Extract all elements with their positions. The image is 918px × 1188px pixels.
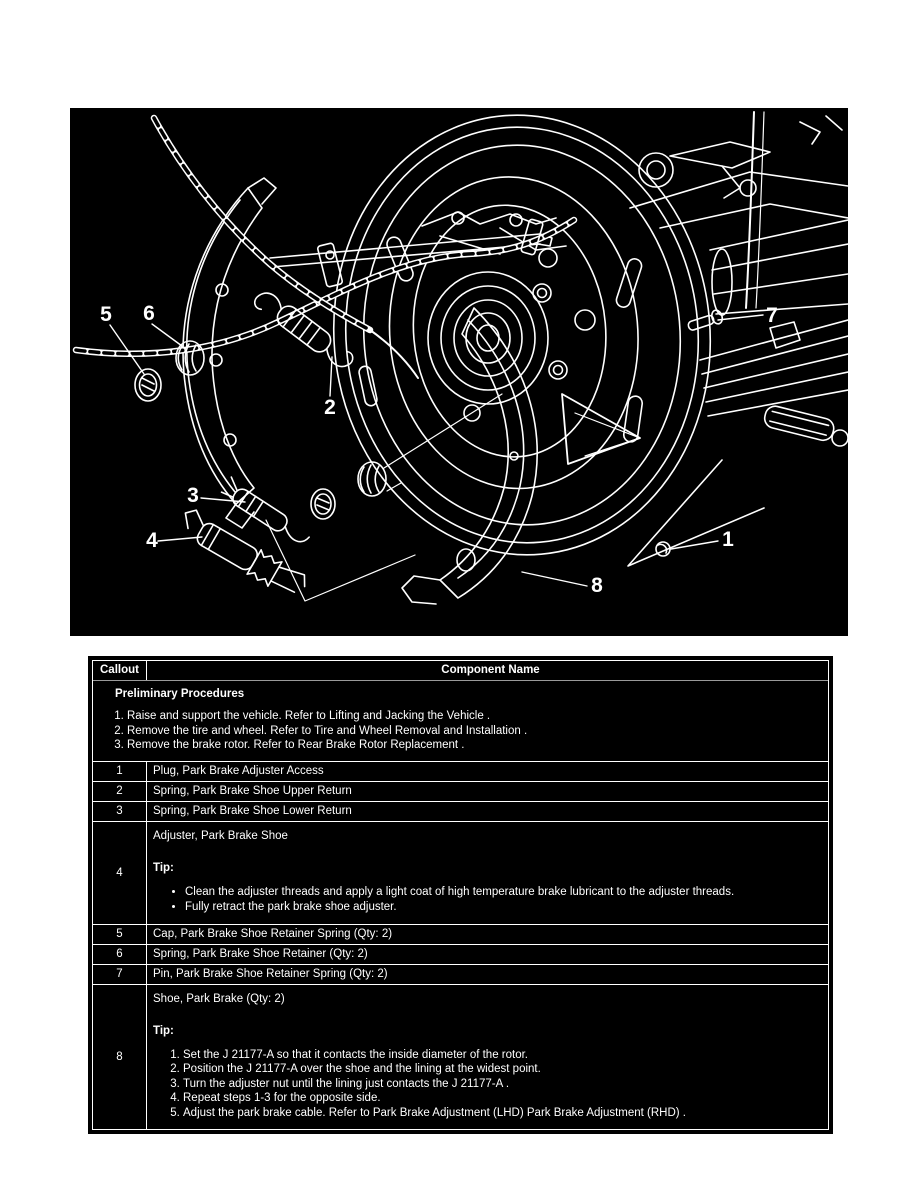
tip-label: Tip: xyxy=(153,1024,174,1037)
callout-leaders xyxy=(109,314,764,587)
tip-step: Turn the adjuster nut until the lining j… xyxy=(183,1078,822,1090)
component-table: Callout Component Name Preliminary Proce… xyxy=(88,656,833,1134)
callout-cell: 3 xyxy=(93,801,147,821)
component-name: Shoe, Park Brake (Qty: 2) xyxy=(153,992,285,1005)
tip-step: Adjust the park brake cable. Refer to Pa… xyxy=(183,1107,822,1119)
axle-assembly xyxy=(699,219,848,447)
retainer-cap-second xyxy=(310,488,336,520)
retainer-spring xyxy=(175,340,205,376)
component-cell: Plug, Park Brake Adjuster Access xyxy=(153,764,324,777)
callout-cell: 2 xyxy=(93,781,147,801)
component-cell: Shoe, Park Brake (Qty: 2) Tip: Set the J… xyxy=(147,985,828,1130)
callout-label-6: 6 xyxy=(143,302,155,325)
table-row: 7 Pin, Park Brake Shoe Retainer Spring (… xyxy=(93,963,828,984)
table-row: 5 Cap, Park Brake Shoe Retainer Spring (… xyxy=(93,923,828,944)
retainer-cap xyxy=(134,368,162,402)
component-name: Adjuster, Park Brake Shoe xyxy=(153,829,288,842)
lower-return-spring xyxy=(220,476,310,543)
table-row: 6 Spring, Park Brake Shoe Retainer (Qty:… xyxy=(93,943,828,964)
tip-bullet-list: Clean the adjuster threads and apply a l… xyxy=(153,886,822,913)
retainer-spring-second xyxy=(357,461,387,497)
tip-step-list: Set the J 21177-A so that it contacts th… xyxy=(153,1049,822,1119)
tip-bullet: Clean the adjuster threads and apply a l… xyxy=(185,886,822,898)
component-cell: Spring, Park Brake Shoe Lower Return xyxy=(153,804,352,817)
callout-cell: 5 xyxy=(93,924,147,944)
component-cell: Adjuster, Park Brake Shoe Tip: Clean the… xyxy=(147,822,828,924)
table-header-row: Callout Component Name xyxy=(93,661,828,680)
component-cell: Spring, Park Brake Shoe Upper Return xyxy=(153,784,352,797)
park-brake-cables xyxy=(72,114,578,379)
brake-assembly-svg: 1 2 3 4 5 6 7 8 xyxy=(70,108,848,636)
table-row: 2 Spring, Park Brake Shoe Upper Return xyxy=(93,780,828,801)
callout-label-7: 7 xyxy=(766,304,778,327)
shoe-adjuster xyxy=(184,509,306,593)
preliminary-step: Raise and support the vehicle. Refer to … xyxy=(127,710,820,722)
upper-return-spring xyxy=(254,292,354,368)
brake-shoe-left xyxy=(182,177,277,529)
table-row: 4 Adjuster, Park Brake Shoe Tip: Clean t… xyxy=(93,820,828,924)
tip-step: Set the J 21177-A so that it contacts th… xyxy=(183,1049,822,1061)
callout-label-3: 3 xyxy=(187,484,199,507)
callout-label-1: 1 xyxy=(722,528,734,551)
callout-cell: 4 xyxy=(93,821,147,924)
component-cell: Pin, Park Brake Shoe Retainer Spring (Qt… xyxy=(153,967,388,980)
callout-cell: 7 xyxy=(93,964,147,984)
tip-step: Position the J 21177-A over the shoe and… xyxy=(183,1063,822,1075)
callout-header-cell: Callout xyxy=(93,661,147,680)
preliminary-steps-list: Raise and support the vehicle. Refer to … xyxy=(101,710,820,751)
callout-label-8: 8 xyxy=(591,574,603,597)
preliminary-step: Remove the brake rotor. Refer to Rear Br… xyxy=(127,739,820,751)
component-table-inner: Callout Component Name Preliminary Proce… xyxy=(92,660,829,1130)
pointer-arrows xyxy=(561,393,765,567)
component-cell: Spring, Park Brake Shoe Retainer (Qty: 2… xyxy=(153,947,368,960)
callout-cell: 1 xyxy=(93,761,147,781)
brake-shoe-bottom xyxy=(401,307,538,605)
table-row: 1 Plug, Park Brake Adjuster Access xyxy=(93,760,828,781)
callout-label-2: 2 xyxy=(324,396,336,419)
preliminary-procedures-block: Preliminary Procedures Raise and support… xyxy=(93,680,828,761)
tip-bullet: Fully retract the park brake shoe adjust… xyxy=(185,901,822,913)
callout-cell: 8 xyxy=(93,984,147,1129)
brake-assembly-illustration: 1 2 3 4 5 6 7 8 xyxy=(70,108,848,636)
callout-label-5: 5 xyxy=(100,303,112,326)
component-cell: Cap, Park Brake Shoe Retainer Spring (Qt… xyxy=(153,927,393,940)
retainer-pin xyxy=(687,309,724,331)
backing-plate xyxy=(332,114,712,556)
component-name-header-cell: Component Name xyxy=(441,664,540,676)
guide-lines xyxy=(265,393,503,602)
preliminary-procedures-title: Preliminary Procedures xyxy=(115,688,245,700)
table-row: 3 Spring, Park Brake Shoe Lower Return xyxy=(93,800,828,821)
brake-hose-bracket xyxy=(629,111,848,309)
table-row: 8 Shoe, Park Brake (Qty: 2) Tip: Set the… xyxy=(93,983,828,1130)
figure-background xyxy=(70,108,848,636)
tip-label: Tip: xyxy=(153,861,174,874)
callout-cell: 6 xyxy=(93,944,147,964)
adjuster-access-plug xyxy=(655,541,671,557)
tip-step: Repeat steps 1-3 for the opposite side. xyxy=(183,1092,822,1104)
preliminary-step: Remove the tire and wheel. Refer to Tire… xyxy=(127,725,820,737)
callout-label-4: 4 xyxy=(146,529,158,552)
